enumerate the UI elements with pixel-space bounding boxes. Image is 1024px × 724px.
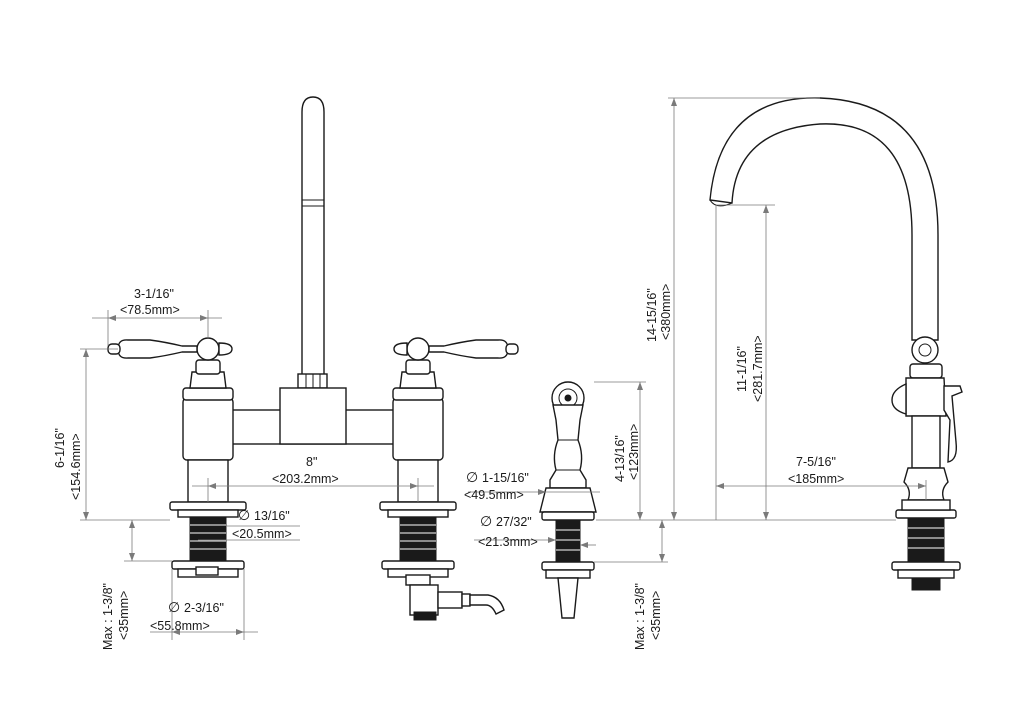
diameter-icon: ∅	[480, 514, 492, 530]
side-sprayer	[539, 381, 597, 619]
diameter-icon: ∅	[168, 600, 180, 616]
shank-dia-mm-label: <20.5mm>	[232, 527, 292, 541]
max-deck-left-mm-label: <35mm>	[117, 591, 131, 640]
spout-tube	[301, 96, 325, 381]
total-height-mm-label: <380mm>	[659, 284, 673, 340]
side-riser	[911, 415, 941, 469]
sprayer-shank	[555, 519, 581, 563]
sprayer-flange	[541, 511, 595, 521]
side-deck-flange	[895, 509, 957, 519]
bridge-center-block	[279, 387, 347, 445]
dimension-labels: 3-1/16" <78.5mm> 6-1/16" <154.6mm> 8" <2…	[53, 284, 844, 650]
bridge-height-in-label: 6-1/16"	[53, 428, 67, 468]
handle-span-mm-label: <78.5mm>	[120, 303, 180, 317]
right-deck-flange	[379, 501, 457, 511]
nut-dia-in-label: 2-3/16"	[184, 601, 224, 615]
side-lever-handle	[943, 385, 963, 463]
side-mount-nut	[891, 561, 961, 571]
gooseneck-spout	[709, 97, 939, 341]
right-threaded-shank	[399, 516, 437, 562]
left-handle-hub	[196, 337, 220, 361]
sprayer-shank-dia-mm-label: <21.3mm>	[478, 535, 538, 549]
total-height-in-label: 14-15/16"	[645, 288, 659, 342]
left-valve-body	[182, 397, 234, 461]
right-tee-body	[409, 584, 439, 616]
side-threaded-shank	[907, 517, 945, 563]
center-mm-label: <203.2mm>	[272, 472, 339, 486]
right-valve-body	[392, 397, 444, 461]
right-tee	[405, 574, 431, 586]
spout-height-mm-label: <281.7mm>	[751, 335, 765, 402]
max-deck-left-in-label: Max : 1-3/8"	[101, 583, 115, 650]
right-supply-elbow	[469, 594, 505, 615]
sprayer-body	[549, 404, 587, 489]
spout-reach-in-label: 7-5/16"	[796, 455, 836, 469]
right-handle-hub	[406, 337, 430, 361]
side-valve-body	[905, 377, 947, 417]
left-deck-flange	[169, 501, 247, 511]
faucet-side-view	[709, 97, 963, 591]
side-handle-hub	[911, 336, 939, 364]
left-threaded-shank	[189, 516, 227, 562]
max-deck-right-mm-label: <35mm>	[649, 591, 663, 640]
left-lever-handle	[117, 339, 198, 359]
diameter-icon: ∅	[466, 470, 478, 486]
left-bonnet	[189, 371, 227, 389]
sprayer-height-in-label: 4-13/16"	[613, 435, 627, 482]
sprayer-base-dia-mm-label: <49.5mm>	[464, 488, 524, 502]
spout-reach-mm-label: <185mm>	[788, 472, 844, 486]
sprayer-shank-dia-in-label: 27/32"	[496, 515, 532, 529]
center-in-label: 8"	[306, 455, 317, 469]
right-mount-nut	[381, 560, 455, 570]
spout-aerator	[301, 199, 325, 207]
right-supply-nut	[437, 591, 463, 609]
nut-dia-mm-label: <55.8mm>	[150, 619, 210, 633]
max-deck-right-in-label: Max : 1-3/8"	[633, 583, 647, 650]
shank-dia-in-label: 13/16"	[254, 509, 290, 523]
bridge-faucet-front-view	[107, 96, 519, 621]
sprayer-hose	[557, 577, 579, 619]
sprayer-base	[539, 487, 597, 513]
sprayer-height-mm-label: <123mm>	[627, 424, 641, 480]
sprayer-mount-nut	[541, 561, 595, 571]
dimension-lines	[80, 97, 927, 640]
sprayer-base-dia-in-label: 1-15/16"	[482, 471, 529, 485]
dimension-arrows	[83, 98, 926, 635]
diameter-icon: ∅	[238, 508, 250, 524]
bridge-height-mm-label: <154.6mm>	[69, 433, 83, 500]
right-lever-handle	[428, 339, 509, 359]
spout-height-in-label: 11-1/16"	[735, 346, 749, 392]
right-bonnet	[399, 371, 437, 389]
handle-span-in-label: 3-1/16"	[134, 287, 174, 301]
